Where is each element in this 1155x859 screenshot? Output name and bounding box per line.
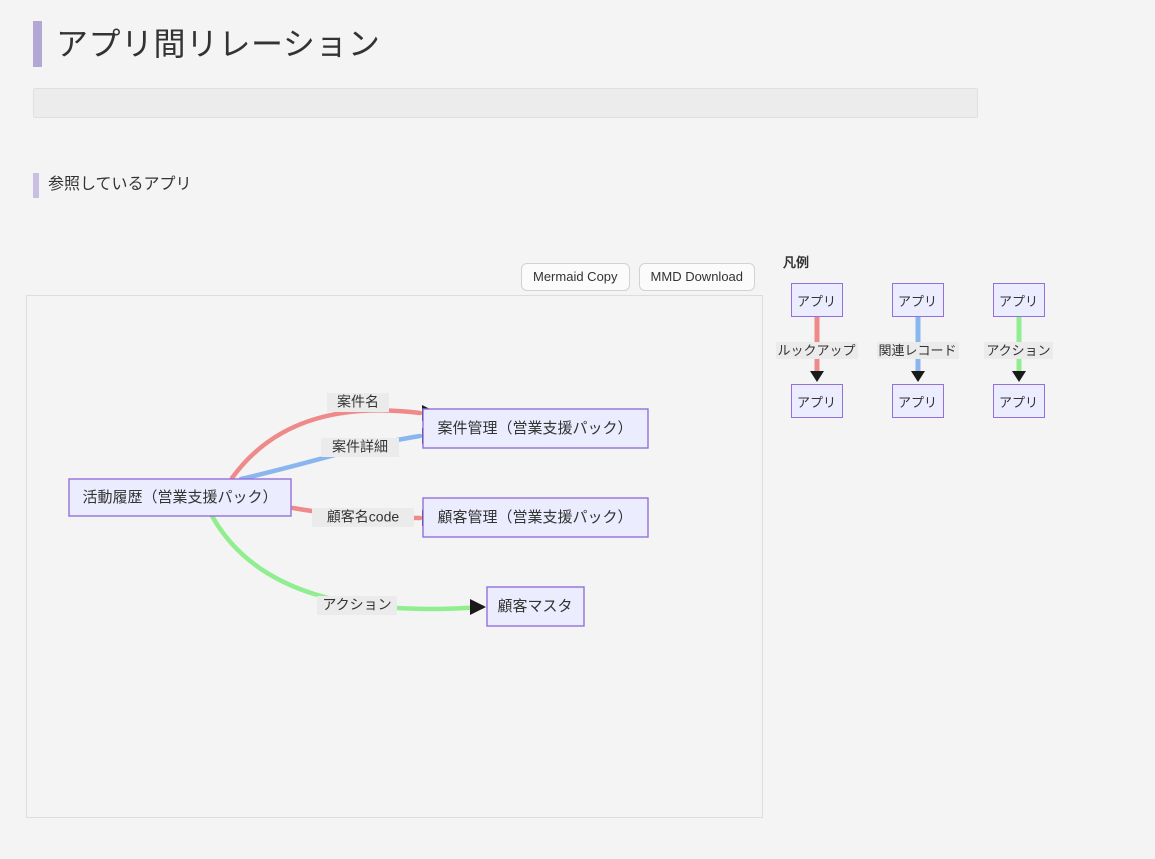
legend-node-target-related: アプリ [891,384,944,418]
legend: 凡例 アプリ ルックアップ アプリ アプリ 関連レコード アプリ アプリ [775,255,1083,418]
node-kokyaku-kanri-label: 顧客管理（営業支援パック） [437,509,632,526]
search-input[interactable] [34,89,977,117]
page-title: アプリ間リレーション [56,26,381,62]
edge-label-anken-detail: 案件詳細 [321,438,399,457]
section-title: 参照しているアプリ [48,176,192,193]
edge-label-anken-detail-text: 案件詳細 [332,439,388,455]
edge-path-anken-name [229,408,423,481]
edge-label-kokyaku-code: 顧客名code [312,508,414,527]
edge-label-anken-name-text: 案件名 [337,394,379,410]
edge-label-master-action-text: アクション [322,597,391,613]
legend-item-related: アプリ 関連レコード アプリ [876,283,959,418]
legend-node-source-action: アプリ [992,283,1045,317]
diagram-canvas[interactable]: 案件名 案件詳細 顧客名code アクション 活動履歴（営業支援パック） 案件管… [26,295,763,818]
arrowhead-action-icon [1011,371,1026,382]
node-katsudou-rireki-label: 活動履歴（営業支援パック） [82,489,277,506]
section-heading-block: 参照しているアプリ [33,172,192,198]
relation-graph: 案件名 案件詳細 顧客名code アクション 活動履歴（営業支援パック） 案件管… [68,393,649,627]
legend-connector-action: アクション [984,317,1053,384]
node-kokyaku-master-label: 顧客マスタ [497,598,572,615]
node-kokyaku-master[interactable]: 顧客マスタ [486,586,585,627]
legend-connector-lookup: ルックアップ [775,317,858,384]
legend-item-action: アプリ アクション アプリ [984,283,1053,418]
node-kokyaku-kanri[interactable]: 顧客管理（営業支援パック） [422,497,649,538]
edge-label-master-action: アクション [317,596,397,615]
legend-items: アプリ ルックアップ アプリ アプリ 関連レコード アプリ アプリ アクション [775,283,1083,418]
edge-label-anken-name: 案件名 [327,393,389,412]
legend-label-related: 関連レコード [876,341,959,360]
title-accent-bar [33,21,42,67]
node-anken-kanri-label: 案件管理（営業支援パック） [437,419,632,437]
node-anken-kanri[interactable]: 案件管理（営業支援パック） [422,408,649,449]
node-katsudou-rireki[interactable]: 活動履歴（営業支援パック） [68,478,292,517]
legend-node-target-lookup: アプリ [790,384,843,418]
mermaid-copy-button[interactable]: Mermaid Copy [521,263,630,292]
legend-node-target-action: アプリ [992,384,1045,418]
edge-label-kokyaku-code-text: 顧客名code [327,509,400,525]
page-title-block: アプリ間リレーション [33,18,380,70]
arrowhead-related-icon [910,371,925,382]
edge-path-master-action [209,513,485,612]
legend-title: 凡例 [783,255,810,270]
legend-node-source-related: アプリ [891,283,944,317]
arrowhead-lookup-icon [809,371,824,382]
filter-bar[interactable] [33,88,978,118]
legend-item-lookup: アプリ ルックアップ アプリ [775,283,858,418]
arrowhead-master-action [470,599,486,615]
diagram-toolbar: Mermaid Copy MMD Download [521,263,756,292]
mmd-download-button[interactable]: MMD Download [638,263,756,292]
legend-label-action: アクション [984,341,1053,360]
legend-connector-related: 関連レコード [876,317,959,384]
legend-label-lookup: ルックアップ [775,341,858,360]
section-accent-bar [33,172,39,198]
legend-node-source-lookup: アプリ [790,283,843,317]
